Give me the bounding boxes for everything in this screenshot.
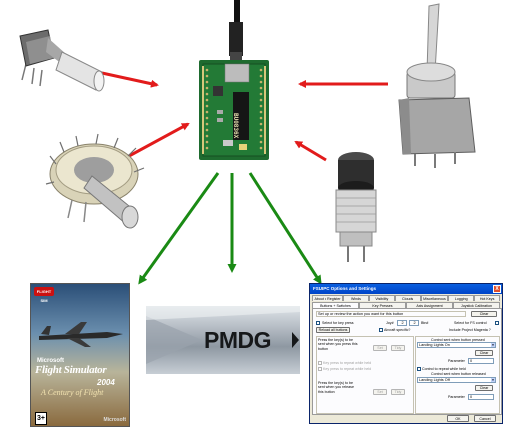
control-released-value: Landing Lights Off [419, 378, 450, 382]
parameter-pressed-label: Parameter [448, 359, 465, 363]
toggle-switch-image [398, 3, 476, 168]
controller-chip-label: BU0836X [232, 113, 239, 139]
control-group [415, 336, 500, 414]
fsx-badge: FLIGHT SIM [34, 287, 54, 303]
control-released-label: Control sent when button released [431, 372, 486, 376]
tab-logging[interactable]: Logging [448, 295, 475, 301]
input-arrow-rotary-encoder [101, 71, 159, 88]
control-pressed-value: Landing Lights On [419, 343, 450, 347]
joy-number-field[interactable]: 2 [397, 319, 407, 326]
reload-buttons-button[interactable]: Reload all buttons [316, 327, 350, 333]
pmdg-wordmark: PMDG [204, 327, 272, 353]
repeat-ctrl-label: Control to repeat while held [422, 366, 466, 371]
control-pressed-select[interactable]: Landing Lights On ▼ [417, 342, 496, 348]
press-key-label: Press the key(s) to be sent when you pre… [318, 338, 358, 351]
clear-released-button[interactable]: Clear [475, 385, 493, 391]
tab-hot-keys[interactable]: Hot Keys [474, 295, 501, 301]
aircraft-specific-checkbox[interactable] [379, 328, 383, 332]
tab-about-register[interactable]: About • Register [312, 295, 344, 301]
tab-axis-assignment[interactable]: Axis Assignment [406, 302, 453, 308]
push-button-image [335, 152, 377, 262]
ok-button[interactable]: OK [447, 415, 469, 422]
repeat-key-label-2: Key press to repeat while held [323, 366, 372, 371]
control-released-select[interactable]: Landing Lights Off ▼ [417, 377, 496, 383]
press-key-text: Press the key(s) to be sent when you pre… [318, 338, 358, 351]
tab-joystick-calibration[interactable]: Joystick Calibration [453, 302, 500, 308]
clear-pressed-button[interactable]: Clear [475, 350, 493, 356]
chevron-down-icon[interactable]: ▼ [491, 378, 495, 382]
tab-winds[interactable]: Winds [343, 295, 369, 301]
rotary-switch-image [45, 133, 145, 229]
output-arrow-fsx [138, 172, 220, 285]
pmdg-logo: PMDG [146, 306, 300, 374]
airplane-icon [39, 322, 123, 347]
clear-top-button[interactable]: Clear [471, 311, 497, 317]
btn-label: Btn# [421, 320, 429, 325]
tab-visibility[interactable]: Visibility [368, 295, 395, 301]
select-key-label: Select for key press [322, 320, 354, 325]
fsuipc-dialog: FSUIPC Options and Settings X About • Re… [309, 283, 503, 424]
tab-row-1: About • Register Winds Visibility Clouds… [310, 294, 502, 301]
release-key-text: Press the key(s) to be sent when you rel… [318, 381, 354, 394]
dialog-title: FSUIPC Options and Settings [313, 286, 377, 291]
fsx-brand: Microsoft [37, 358, 64, 364]
repeat-ctrl-checkbox[interactable] [417, 367, 421, 371]
chevron-down-icon[interactable]: ▼ [491, 343, 495, 347]
buttons-panel: Set up or review the action you want for… [312, 308, 502, 415]
controller-board-image [199, 0, 269, 160]
input-arrow-rotary-switch [117, 122, 190, 164]
fsx-year: 2004 [97, 378, 115, 387]
control-pressed-label: Control sent when button pressed [431, 337, 485, 342]
input-arrow-push-button [294, 140, 327, 162]
parameter-released-label: Parameter [448, 395, 465, 399]
fsx-rating: 3+ [35, 412, 47, 425]
parameter-pressed-field[interactable]: 0 [468, 358, 494, 364]
output-arrow-fsuipc [248, 172, 322, 285]
repeat-key-label: Key press to repeat while held [323, 360, 372, 365]
tidy-release-button[interactable]: Tidy [391, 389, 405, 395]
flight-simulator-box-art: FLIGHT SIM Microsoft Flight Simulator 20… [30, 283, 130, 427]
aircraft-specific-label: Aircraft specific? [384, 327, 411, 332]
btn-number-field[interactable]: 2 [409, 319, 419, 326]
instruction-box: Set up or review the action you want for… [316, 311, 466, 317]
tab-clouds[interactable]: Clouds [394, 295, 421, 301]
pmdg-graphic [146, 306, 300, 364]
select-fs-checkbox[interactable] [495, 321, 499, 325]
release-key-label: Press the key(s) to be sent when you rel… [318, 381, 358, 394]
fsx-subtitle: A Century of Flight [41, 388, 104, 397]
parameter-released-field[interactable]: 0 [468, 394, 494, 400]
set-press-button[interactable]: Set [373, 345, 387, 351]
tab-key-presses[interactable]: Key Presses [359, 302, 406, 308]
repeat-key-checkbox-2[interactable] [318, 367, 322, 371]
key-press-group [316, 336, 414, 414]
dialog-titlebar: FSUIPC Options and Settings X [310, 284, 502, 294]
tab-miscellaneous[interactable]: Miscellaneous [420, 295, 449, 301]
repeat-key-checkbox[interactable] [318, 361, 322, 365]
rotary-encoder-image [19, 29, 105, 92]
tab-row-2: Buttons + Switches Key Presses Axis Assi… [310, 301, 502, 308]
close-icon[interactable]: X [493, 285, 501, 293]
tidy-press-button[interactable]: Tidy [391, 345, 405, 351]
select-key-checkbox[interactable] [316, 321, 320, 325]
fsx-title: Flight Simulator [35, 364, 107, 376]
select-fs-label: Select for FS control [454, 320, 487, 325]
tab-buttons-switches[interactable]: Buttons + Switches [312, 302, 359, 308]
joy-label: Joy# [386, 320, 394, 325]
cancel-button[interactable]: Cancel [474, 415, 496, 422]
include-project-magenta-label: Include Project Magenta ? [449, 327, 491, 332]
set-release-button[interactable]: Set [373, 389, 387, 395]
fsx-publisher: Microsoft [103, 417, 127, 423]
